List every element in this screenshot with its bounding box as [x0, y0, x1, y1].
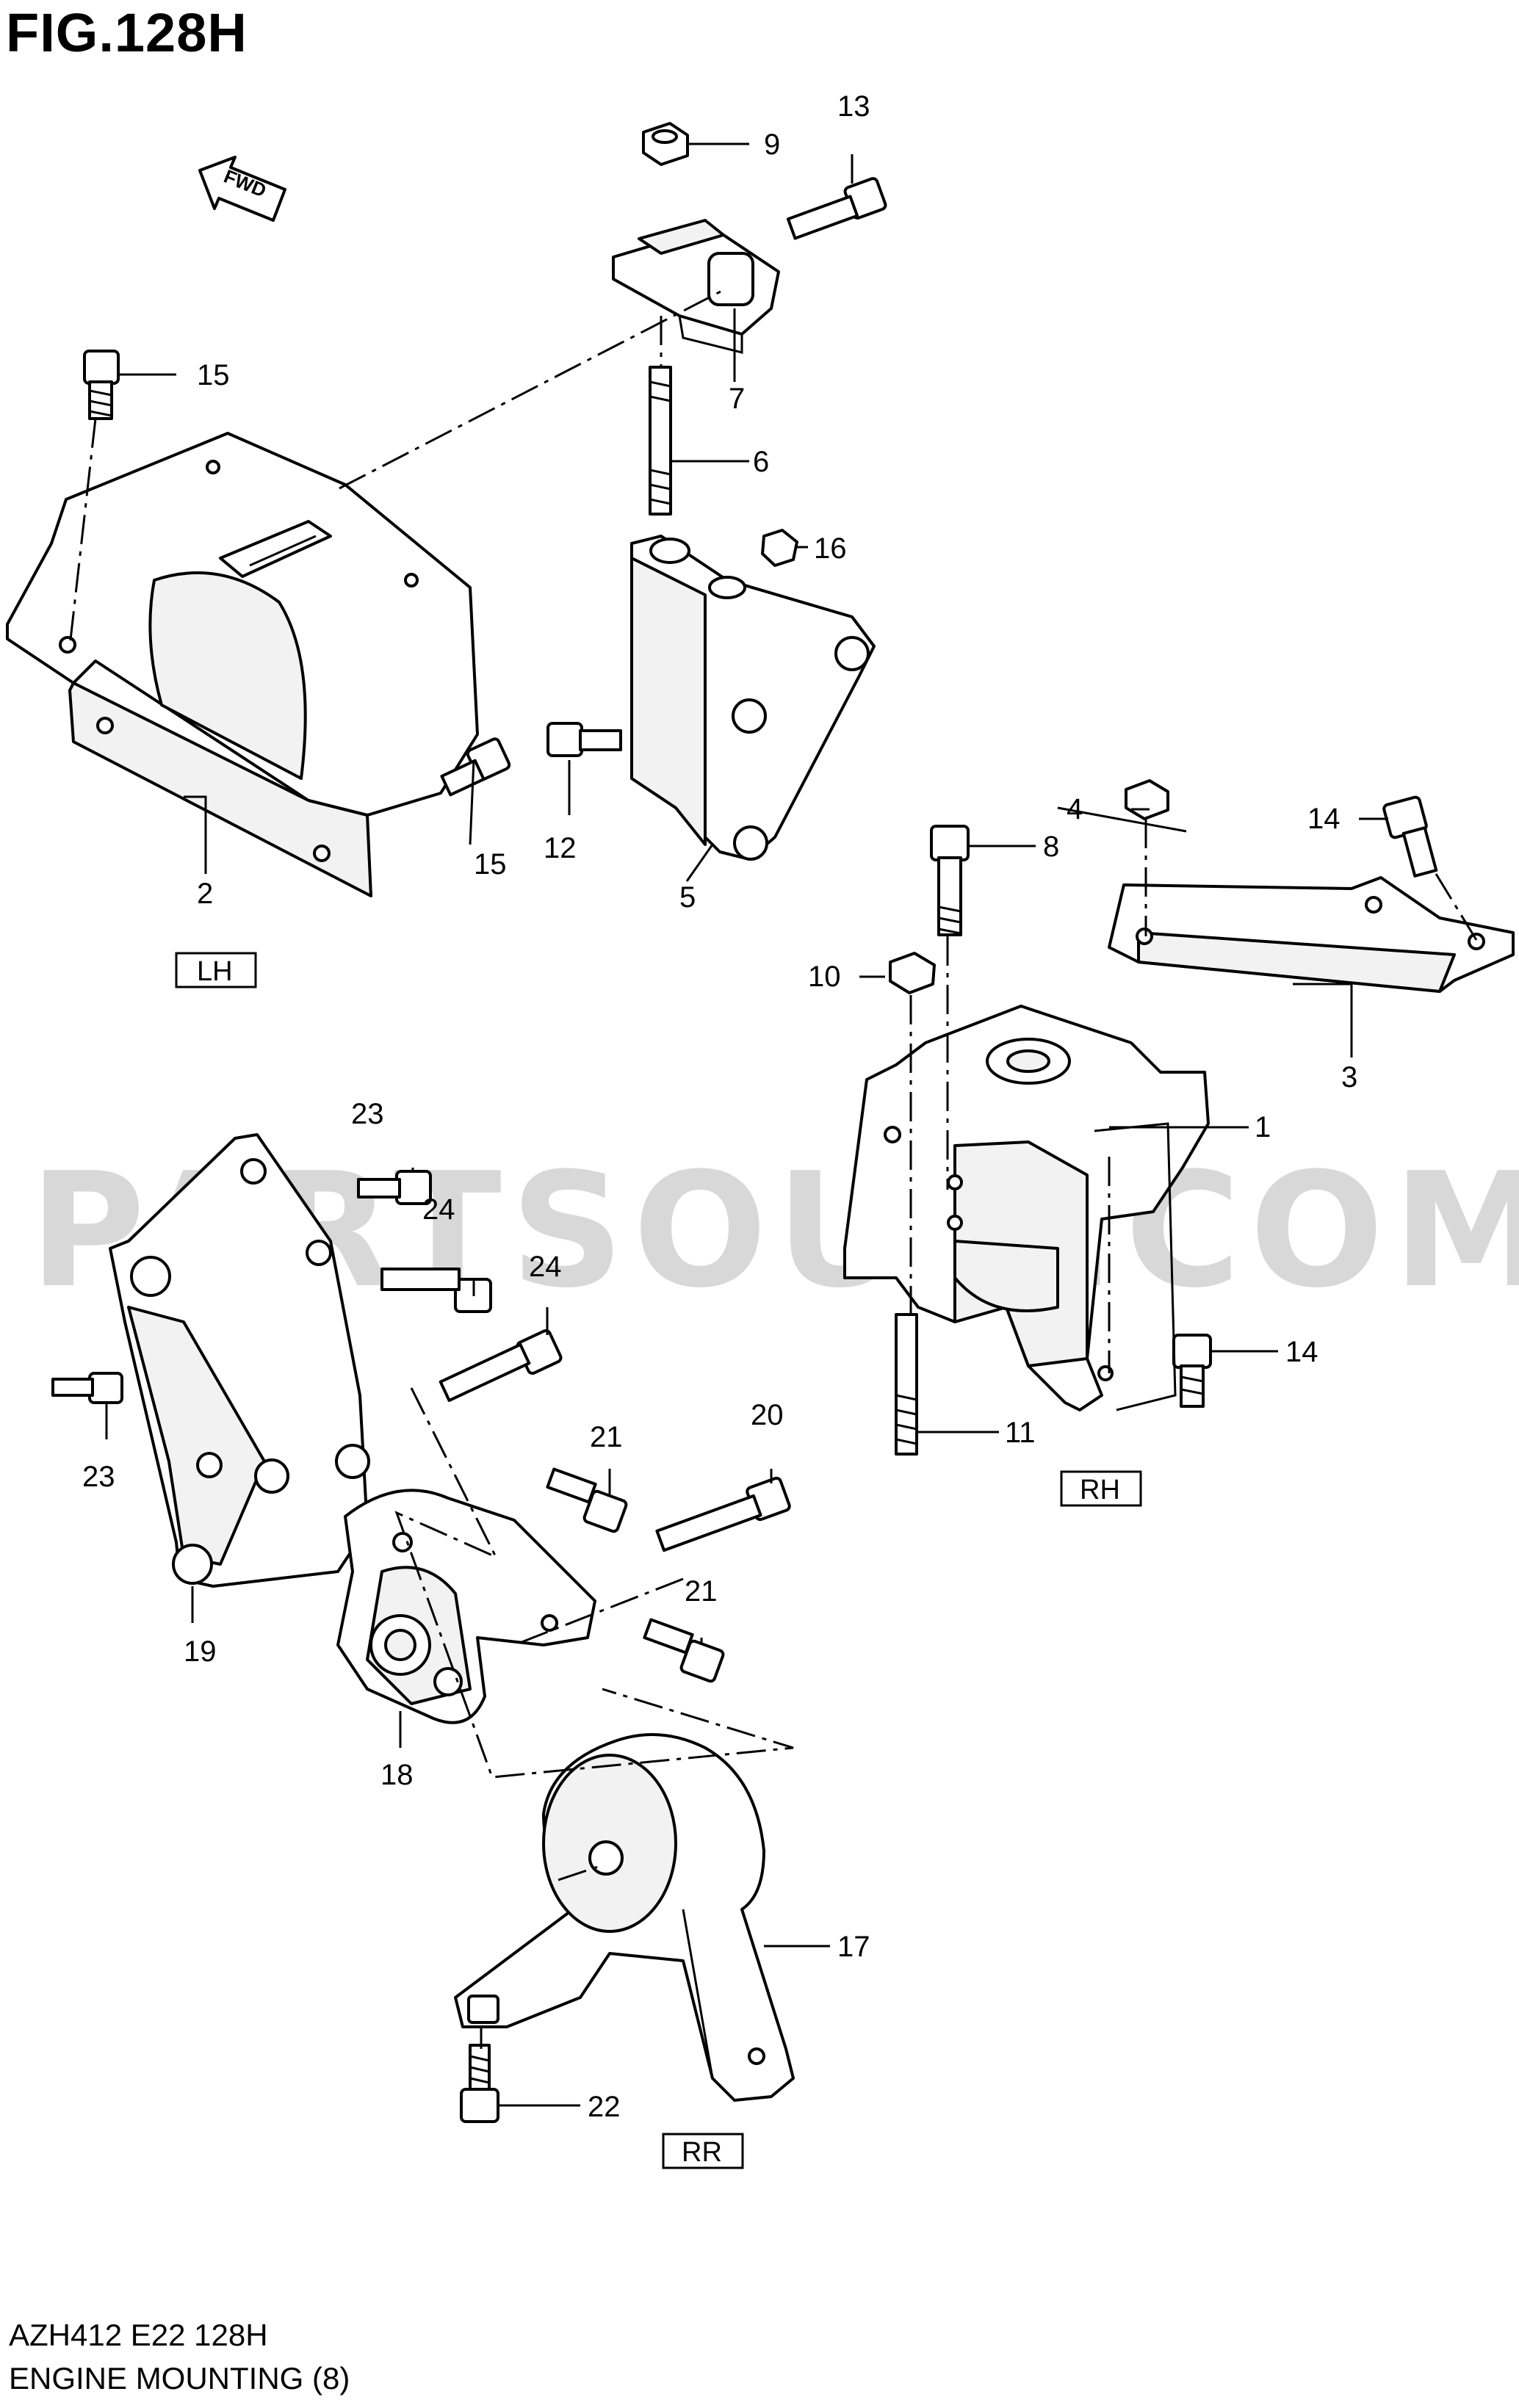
svg-text:LH: LH: [197, 956, 233, 987]
part-24-bolt-top: [380, 1268, 492, 1313]
callout-18: 18: [380, 1759, 414, 1791]
part-14-bolt-bottom: [1172, 1334, 1212, 1408]
part-21-bolt-top: [546, 1467, 628, 1533]
callout-16: 16: [814, 532, 847, 565]
callout-23-top: 23: [351, 1098, 384, 1130]
part-11-stud: [895, 1313, 918, 1456]
view-label-lh: LH: [175, 952, 257, 988]
part-20-bolt: [655, 1476, 791, 1552]
callout-15-top: 15: [197, 359, 230, 391]
callout-7: 7: [729, 383, 745, 415]
footer-code: AZH412 E22 128H: [9, 2318, 268, 2352]
callout-17: 17: [837, 1931, 870, 1963]
callout-12: 12: [544, 832, 577, 864]
part-24-bolt-bottom: [439, 1328, 563, 1403]
callout-10: 10: [808, 961, 841, 993]
callout-14-bottom: 14: [1285, 1336, 1318, 1368]
callout-8: 8: [1043, 831, 1059, 863]
callout-14-top: 14: [1307, 803, 1341, 835]
view-label-rh: RH: [1060, 1470, 1142, 1507]
callout-21-bottom: 21: [685, 1575, 718, 1608]
callout-22: 22: [588, 2091, 621, 2123]
svg-text:RR: RR: [682, 2137, 722, 2168]
part-13-bolt: [786, 177, 887, 240]
part-2-lh-bracket: [6, 432, 479, 897]
part-4-nut: [1125, 779, 1169, 820]
part-18-rr-bracket: [336, 1489, 596, 1724]
part-15-bolt-top: [83, 350, 120, 420]
callout-5: 5: [679, 881, 696, 914]
part-7-stopper: [612, 219, 780, 354]
callout-labels: 1 2 3 4 5 6 7 8 9 10 11 12 13 14 14 15 1…: [82, 90, 1357, 2123]
callout-3: 3: [1341, 1061, 1357, 1093]
figure-title: FIG.128H: [6, 2, 248, 63]
callout-20: 20: [751, 1399, 784, 1431]
callout-6: 6: [753, 446, 769, 478]
leader-lines: [105, 142, 1388, 2107]
callout-24-top: 24: [422, 1193, 455, 1226]
callout-2: 2: [197, 878, 213, 910]
part-6-stud: [649, 366, 672, 516]
assembly-guide-lines: [68, 289, 1478, 2049]
callout-1: 1: [1255, 1111, 1271, 1143]
part-10-nut: [889, 952, 936, 994]
callout-19: 19: [184, 1635, 217, 1668]
part-14-bolt-top: [1382, 795, 1438, 878]
fwd-arrow-icon: FWD: [198, 156, 286, 222]
callout-11: 11: [1005, 1417, 1036, 1449]
callout-15-bottom: 15: [474, 848, 507, 881]
part-23-bolt-bottom: [51, 1372, 123, 1404]
view-label-rr: RR: [662, 2133, 744, 2169]
callout-4: 4: [1067, 793, 1083, 825]
footer-caption: ENGINE MOUNTING (8): [9, 2361, 350, 2396]
part-3-rh-bracket: [1108, 876, 1515, 993]
part-9-nut: [642, 122, 689, 166]
part-21-bolt-bottom: [643, 1618, 725, 1683]
part-12-bolt: [546, 722, 622, 757]
svg-text:RH: RH: [1080, 1475, 1120, 1505]
callout-24-bottom: 24: [529, 1251, 562, 1283]
part-5-mount: [630, 535, 876, 861]
part-16-nut: [761, 529, 798, 567]
callout-23-bottom: 23: [82, 1461, 115, 1493]
part-1-rh-mount: [843, 1005, 1210, 1411]
callout-13: 13: [837, 90, 870, 123]
callout-21-top: 21: [590, 1421, 623, 1453]
part-19-rr-bracket: [109, 1133, 370, 1588]
part-17-rr-mount: [454, 1733, 795, 2102]
callout-9: 9: [764, 129, 780, 161]
part-22-bolt: [460, 2044, 499, 2123]
part-8-bolt: [930, 825, 970, 936]
